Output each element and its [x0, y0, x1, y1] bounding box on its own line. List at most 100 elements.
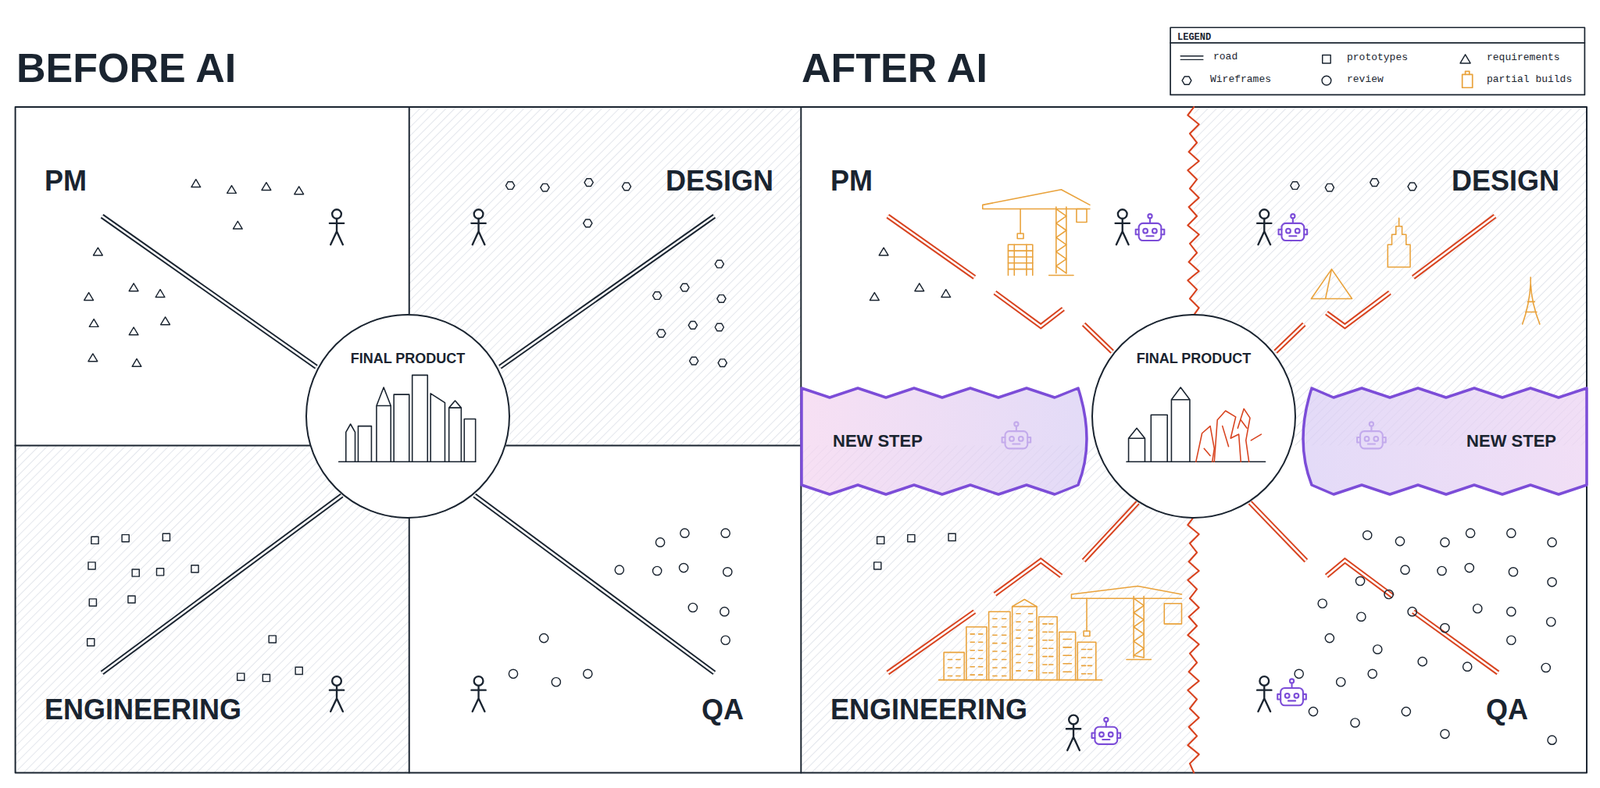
quadrant-label: PM	[830, 167, 873, 196]
quadrant-label: PM	[44, 167, 87, 196]
prototype-symbol	[132, 569, 140, 577]
prototype-symbol	[295, 667, 303, 675]
quadrant-label: DESIGN	[665, 167, 774, 196]
review-symbol	[721, 528, 730, 538]
prototype-symbol	[121, 535, 129, 543]
step-title: NEW STEP	[1466, 432, 1557, 450]
road	[887, 611, 975, 673]
road-middle	[1083, 503, 1138, 561]
building-frame	[1007, 244, 1033, 275]
requirement-symbol	[878, 247, 889, 256]
review-symbol	[1546, 617, 1556, 627]
requirement-symbol	[914, 283, 925, 292]
frame-lines	[15, 107, 1587, 773]
wireframe-symbol	[657, 329, 666, 338]
requirement-symbol	[132, 358, 142, 367]
building-windows	[1016, 614, 1033, 672]
review-symbol	[1363, 531, 1372, 540]
broken-building	[1196, 426, 1215, 463]
prototype-symbol	[191, 565, 199, 573]
crane-hook	[1083, 631, 1090, 637]
crane-hook	[1017, 233, 1024, 240]
requirement-symbol	[941, 289, 951, 298]
prototype-symbol	[237, 673, 245, 681]
product-title: FINAL PRODUCT	[1092, 351, 1295, 366]
review-symbol	[1507, 607, 1516, 617]
review-symbol	[1507, 528, 1516, 538]
robot-eye	[1285, 693, 1290, 699]
panel-heading: AFTER AI	[801, 47, 988, 89]
robot-antenna-tip	[1289, 678, 1294, 683]
requirement-symbol	[84, 292, 94, 301]
road	[1326, 560, 1393, 597]
quadrant-label: ENGINEERING	[830, 696, 1028, 725]
road-middle	[102, 495, 343, 673]
road-edge	[1326, 560, 1393, 597]
step-title: NEW STEP	[832, 432, 923, 450]
ground-line	[339, 461, 476, 464]
road-edge	[1275, 324, 1305, 352]
wireframe-symbol	[1407, 182, 1417, 191]
zigzag-line	[1187, 107, 1199, 315]
robot-eye	[1295, 228, 1300, 234]
stick-figure-body	[1066, 724, 1081, 750]
review-symbol	[1464, 563, 1474, 572]
robot-eye	[1294, 693, 1300, 699]
wireframe-sample	[1182, 76, 1192, 85]
road-edge	[1083, 324, 1113, 352]
wireframe-symbol	[714, 260, 724, 268]
building-windows	[947, 660, 961, 677]
road	[102, 495, 343, 673]
road-middle	[1275, 324, 1305, 352]
wireframe-symbol	[584, 178, 593, 187]
floor-line	[1007, 256, 1033, 258]
partial-building	[1059, 632, 1076, 680]
wireframe-symbol	[540, 183, 550, 192]
robot-mouth	[1289, 235, 1297, 237]
review-symbol	[1541, 663, 1550, 672]
wireframe-symbol	[689, 357, 699, 365]
review-symbol	[688, 603, 697, 612]
requirement-symbol	[869, 292, 879, 301]
band-shape	[1303, 388, 1587, 495]
crane-jib	[1071, 586, 1182, 600]
road	[1083, 503, 1138, 561]
legend-box	[1170, 27, 1585, 95]
road-edge	[1326, 292, 1390, 327]
road	[994, 560, 1061, 595]
legend-heading: LEGEND	[1177, 32, 1211, 43]
road-edge	[102, 216, 317, 368]
road	[994, 292, 1064, 327]
road	[1413, 216, 1495, 278]
legend-text: requirements	[1486, 52, 1561, 63]
roof	[1012, 600, 1037, 608]
review-symbol	[1508, 567, 1518, 577]
stick-figure-head	[1259, 676, 1269, 686]
partial-build-sample	[1462, 74, 1473, 88]
review-symbol	[1440, 729, 1450, 739]
review-symbol	[1547, 735, 1557, 745]
building	[464, 418, 475, 462]
road	[1275, 324, 1305, 352]
requirement-symbol	[160, 317, 171, 325]
stick-figure-body	[471, 218, 486, 245]
partial-pyramid	[1310, 269, 1352, 300]
prototype-symbol	[89, 599, 97, 607]
road-middle	[102, 216, 317, 368]
review-symbol	[1308, 707, 1318, 716]
review-symbol	[1547, 578, 1557, 587]
review-symbol	[1547, 538, 1557, 547]
road	[1326, 292, 1390, 327]
review-symbol	[583, 669, 593, 679]
review-symbol	[614, 565, 624, 575]
road-edge	[1083, 503, 1138, 561]
review-symbol	[655, 538, 665, 547]
broken-buildings	[1196, 408, 1262, 462]
wireframe-symbol	[621, 182, 631, 191]
crane-mast	[1126, 596, 1151, 661]
building-windows	[1063, 639, 1072, 672]
review-symbol	[680, 528, 690, 538]
stick-figure-head	[474, 676, 484, 686]
review-symbol	[1507, 635, 1516, 645]
